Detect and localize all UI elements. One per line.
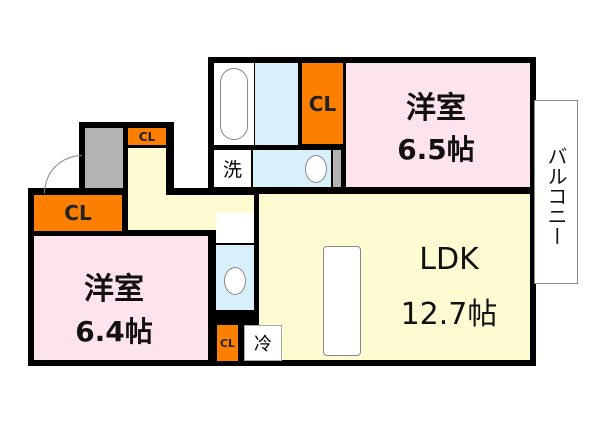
closet-upper: CL — [302, 63, 343, 144]
toilet-room — [216, 245, 254, 310]
room-name: 洋室 — [84, 272, 144, 307]
balcony: バルコニー — [534, 100, 578, 284]
toilet-icon — [224, 267, 246, 295]
room-size: 12.7帖 — [400, 297, 498, 332]
western-room-6-4: 洋室 6.4帖 — [34, 236, 208, 360]
kitchen-counter-icon — [323, 246, 361, 356]
ldk: LDK 12.7帖 — [259, 194, 530, 360]
washroom: 洗 — [214, 150, 251, 187]
western-room-6-5: 洋室 6.5帖 — [346, 63, 530, 187]
fridge-space: 冷 — [244, 325, 282, 361]
bathroom — [255, 63, 298, 145]
closet-small-bottom: CL — [217, 325, 238, 361]
bathtub-area — [214, 63, 254, 145]
room-size: 6.5帖 — [397, 133, 475, 166]
sink-icon — [305, 155, 327, 183]
entrance-door-swing — [44, 155, 82, 193]
room-name: LDK — [419, 242, 479, 277]
shoe-storage — [85, 128, 123, 188]
toilet-entry — [216, 213, 254, 243]
wash-area — [253, 150, 331, 187]
balcony-label: バルコニー — [544, 146, 568, 246]
room-name: 洋室 — [406, 91, 466, 126]
room-size: 6.4帖 — [75, 315, 153, 348]
closet-small-entry: CL — [128, 128, 166, 145]
closet-left: CL — [34, 195, 122, 231]
pipe-space — [333, 150, 341, 187]
bathtub-icon — [220, 68, 248, 140]
